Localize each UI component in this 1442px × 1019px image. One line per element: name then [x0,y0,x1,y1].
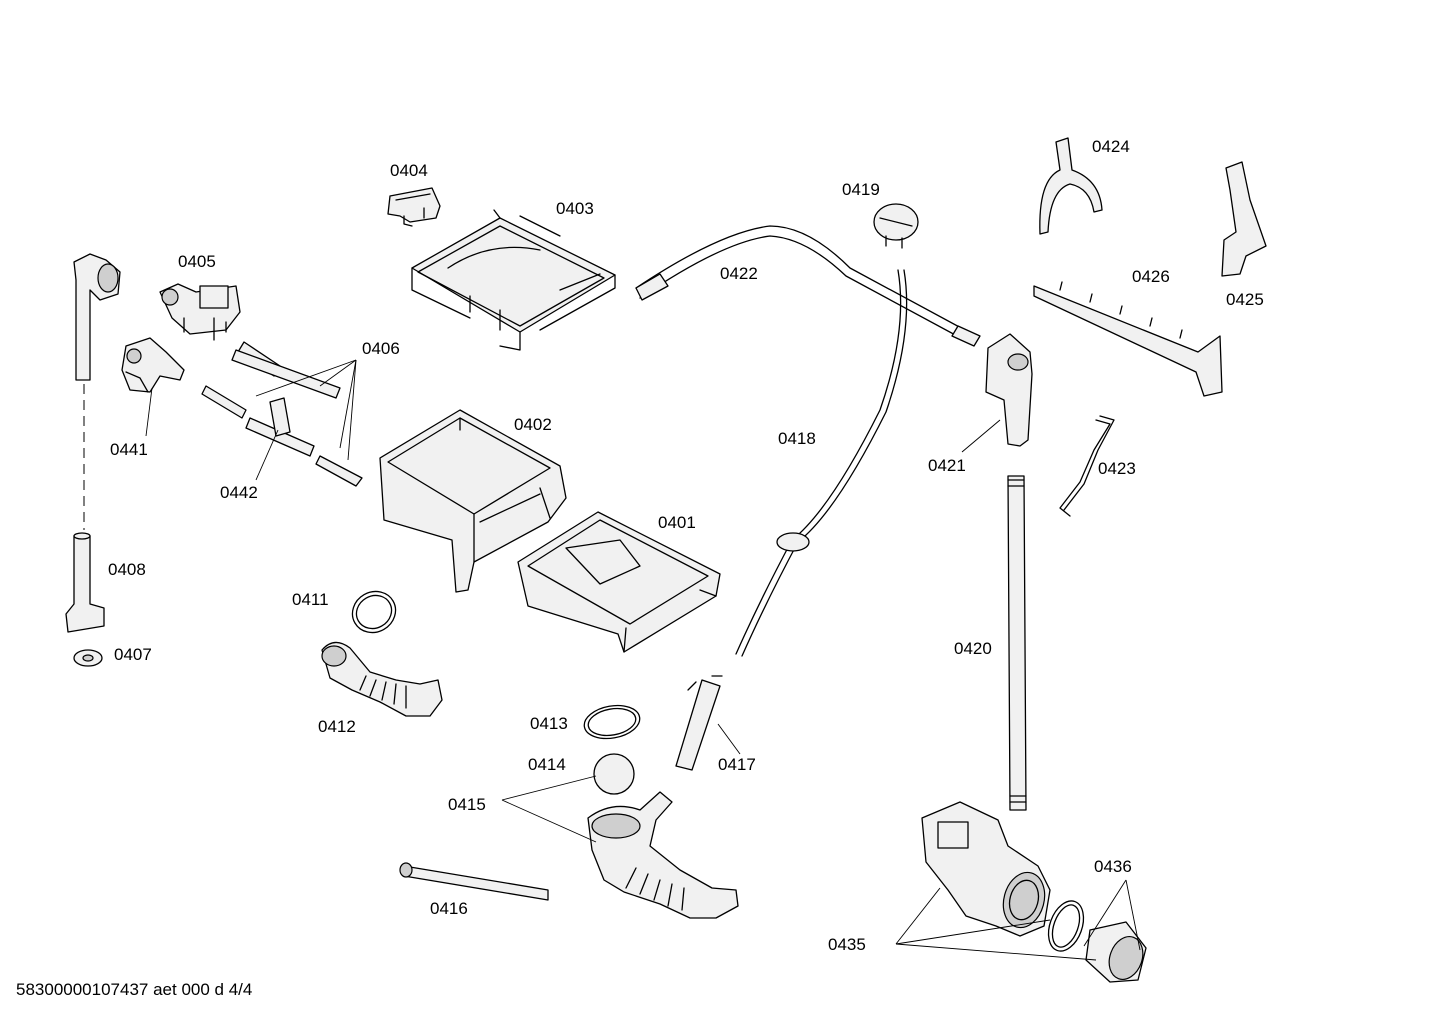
label-0411: 0411 [292,590,329,609]
label-0422: 0422 [720,264,758,283]
part-0406-hoses [201,341,363,487]
label-0414: 0414 [528,755,566,774]
label-0415: 0415 [448,795,486,814]
label-0406: 0406 [362,339,400,358]
part-0403-drawer-frame [411,209,616,351]
leader-lines [145,359,1141,961]
part-0419-pressure-switch [873,203,919,249]
part-0404-bracket [387,187,441,227]
label-0436: 0436 [1094,857,1132,876]
label-0401: 0401 [658,513,696,532]
label-0413: 0413 [530,714,568,733]
label-0404: 0404 [390,161,428,180]
part-0415-sump [587,791,739,919]
drawing-reference-number: 58300000107437 aet 000 d 4/4 [16,980,253,999]
label-0424: 0424 [1092,137,1130,156]
label-0403: 0403 [556,199,594,218]
label-0416: 0416 [430,899,468,918]
label-0420: 0420 [954,639,992,658]
label-0402: 0402 [514,415,552,434]
part-labels: 0401 0402 0403 0404 0405 0406 0407 0408 … [108,137,1264,954]
part-0405-valve [159,283,241,341]
label-0418: 0418 [778,429,816,448]
label-0426: 0426 [1132,267,1170,286]
part-0420-long-hose [1007,475,1027,811]
part-0421-air-trap [985,333,1033,447]
part-0413-ring [583,704,641,740]
part-0424-y-bracket [1039,137,1103,235]
part-0425-bracket [1221,161,1267,277]
part-0426-rail [1033,281,1223,397]
part-0407-washer [73,649,103,667]
label-0442: 0442 [220,483,258,502]
part-0423-rod [1059,415,1115,517]
part-0414-ball [593,753,635,795]
label-0425: 0425 [1226,290,1264,309]
part-0416-drain-hose [399,862,549,901]
part-0422-hose [635,225,981,347]
label-0405: 0405 [178,252,216,271]
label-0421: 0421 [928,456,966,475]
label-0412: 0412 [318,717,356,736]
label-0441: 0441 [110,440,148,459]
part-0435-drain-pump [921,801,1051,937]
part-0441-valve [121,337,185,393]
label-0435: 0435 [828,935,866,954]
part-0412-bellows-hose [321,641,443,717]
label-0417: 0417 [718,755,756,774]
label-0419: 0419 [842,180,880,199]
part-0408-elbow-pipe [65,253,121,633]
part-0401-detergent-drawer [517,511,721,653]
part-0418-air-pipe [735,269,908,657]
part-0402-dispenser-housing [379,409,567,593]
part-0417-sensor [675,675,723,771]
label-0423: 0423 [1098,459,1136,478]
label-0408: 0408 [108,560,146,579]
label-0407: 0407 [114,645,152,664]
part-0436-filter [1047,900,1147,983]
part-0411-ring [351,590,397,634]
